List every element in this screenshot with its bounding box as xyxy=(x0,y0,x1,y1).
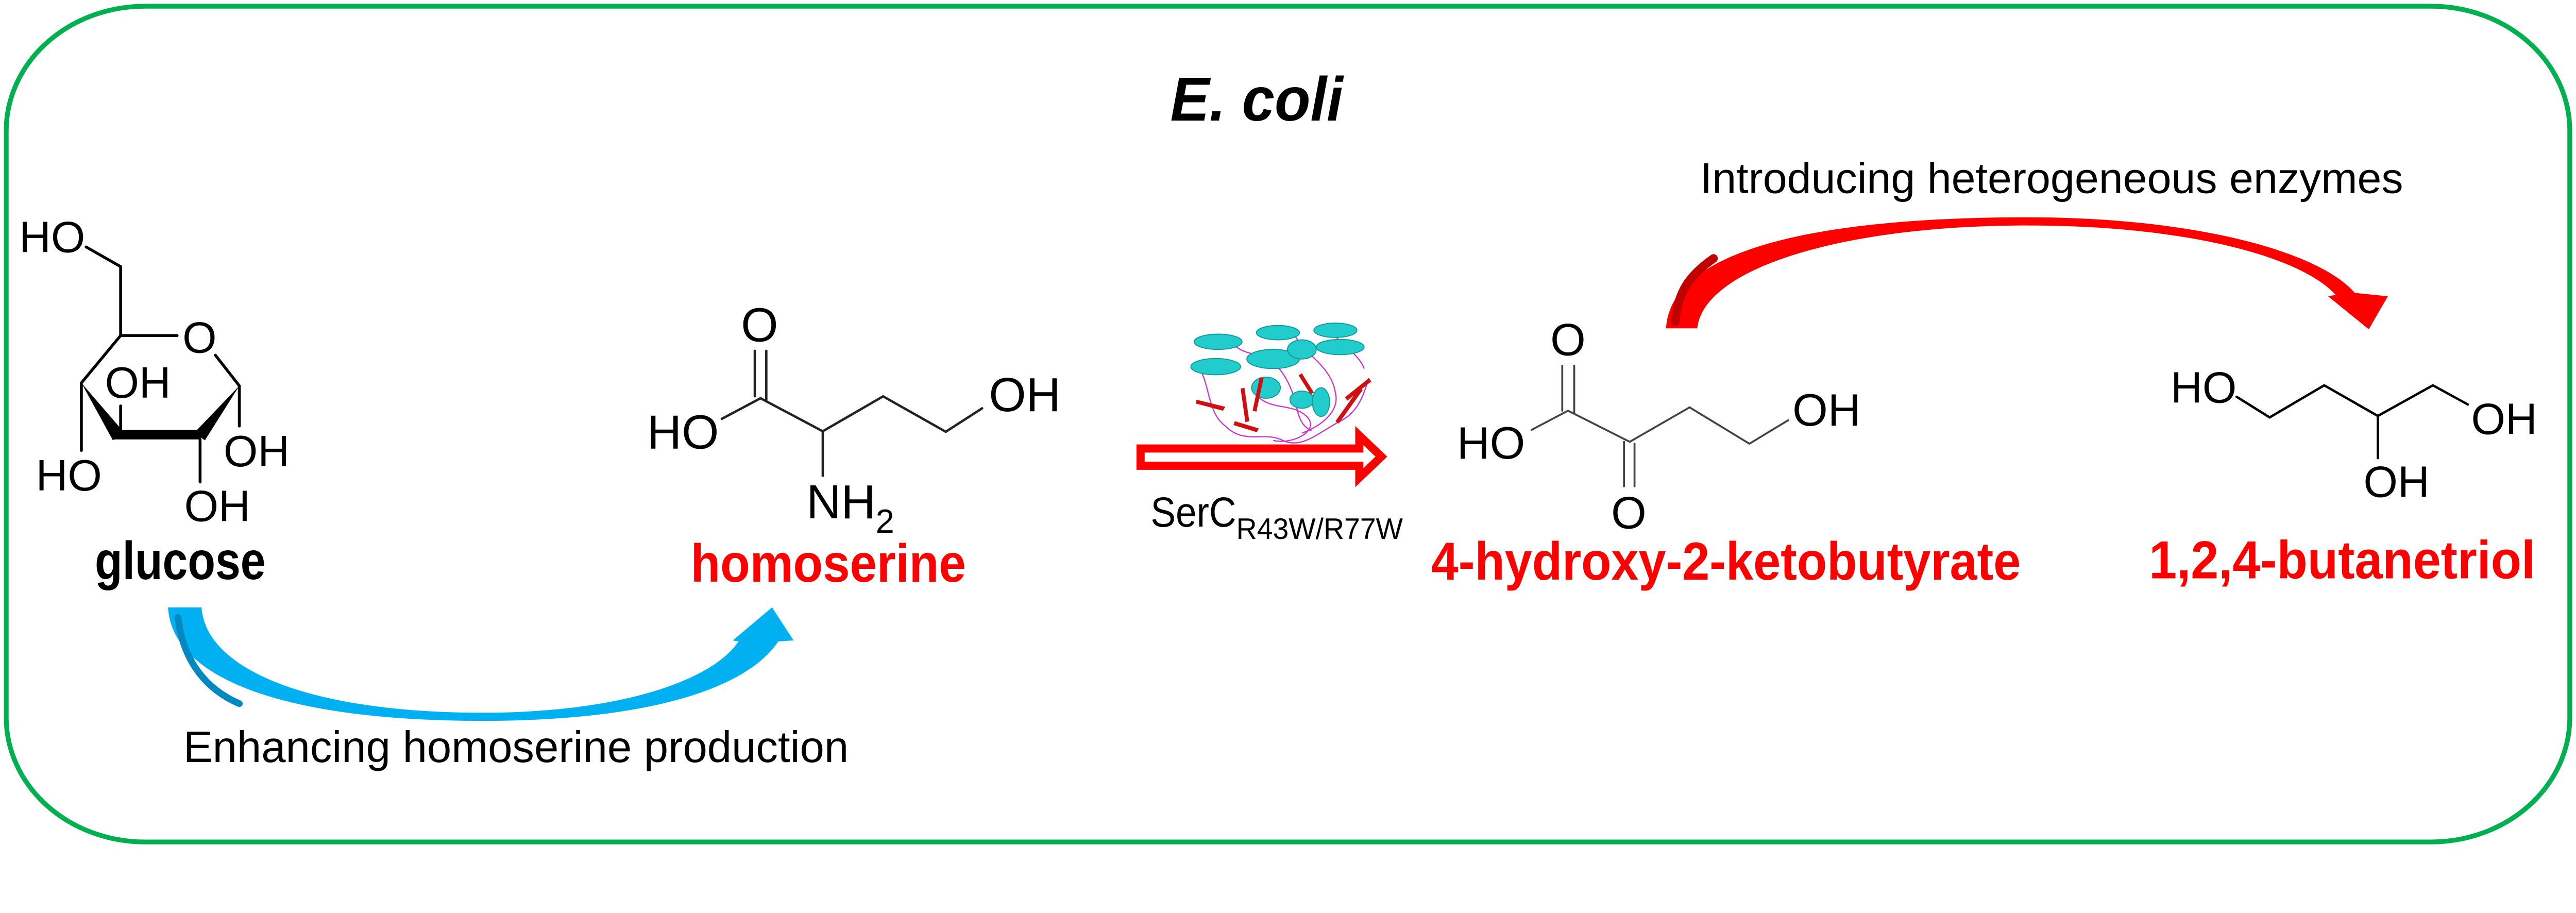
glucose-atom-labels: HO O OH HO OH OH xyxy=(19,213,290,531)
butanetriol-label: 1,2,4-butanetriol xyxy=(2149,530,2535,590)
homoserine-structure xyxy=(720,349,984,477)
atom-label: O xyxy=(741,298,778,351)
atom-label: O xyxy=(182,314,216,363)
ketobutyrate-structure xyxy=(1531,364,1789,487)
atom-label: NH2 xyxy=(806,475,894,540)
atom-label: OH xyxy=(184,482,250,531)
atom-label: OH xyxy=(105,359,171,408)
hollow-right-arrow-icon xyxy=(1136,426,1387,487)
atom-label-subscript: 2 xyxy=(876,502,894,540)
atom-label: HO xyxy=(19,213,85,262)
enzyme-mutations: R43W/R77W xyxy=(1236,513,1403,546)
atom-label: OH xyxy=(989,368,1060,421)
enhance-step-label: Enhancing homoserine production xyxy=(183,723,849,772)
blue-curved-arrow-icon xyxy=(168,607,794,721)
butanetriol-atom-labels: HO OH OH xyxy=(2171,363,2537,506)
atom-label-main: NH xyxy=(806,475,875,529)
glucose-label: glucose xyxy=(95,531,266,591)
homoserine-atom-labels: HO O NH2 OH xyxy=(647,298,1061,540)
atom-label: OH xyxy=(224,427,290,476)
atom-label: HO xyxy=(36,451,102,500)
atom-label: O xyxy=(1550,314,1586,365)
pathway-diagram: E. coli HO O OH HO OH OH glucose HO xyxy=(4,4,2572,844)
ecoli-cell-border xyxy=(4,4,2572,844)
enzyme-label: SerCR43W/R77W xyxy=(1150,489,1403,546)
atom-label: OH xyxy=(2364,458,2430,506)
atom-label: HO xyxy=(647,405,719,459)
atom-label: HO xyxy=(1457,417,1525,468)
organism-title: E. coli xyxy=(1170,64,1344,134)
atom-label: OH xyxy=(1792,384,1860,435)
butanetriol-structure xyxy=(2235,384,2469,460)
atom-label: HO xyxy=(2171,363,2236,412)
atom-label: O xyxy=(1611,487,1647,538)
red-curved-arrow-icon xyxy=(1666,217,2388,330)
glucose-wedges xyxy=(81,383,240,441)
protein-structure-icon xyxy=(1190,323,1371,444)
atom-label: OH xyxy=(2471,395,2537,444)
glucose-structure xyxy=(80,245,241,484)
homoserine-label: homoserine xyxy=(691,534,966,594)
enzyme-name: SerC xyxy=(1150,489,1236,536)
ketobutyrate-label: 4-hydroxy-2-ketobutyrate xyxy=(1431,532,2021,591)
ketobutyrate-atom-labels: HO O O OH xyxy=(1457,314,1861,538)
introduce-step-label: Introducing heterogeneous enzymes xyxy=(1700,154,2403,202)
